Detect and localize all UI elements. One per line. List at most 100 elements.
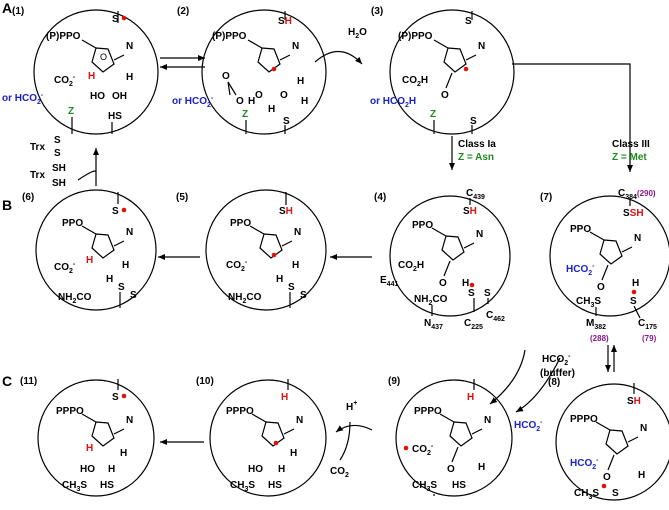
compound-number: (9): [388, 376, 400, 387]
enzyme-pocket: [35, 189, 157, 311]
svg-text:H: H: [478, 462, 485, 473]
svg-text:S: S: [300, 290, 307, 301]
buffer-arrow: [489, 349, 526, 405]
svg-text:HS: HS: [100, 480, 114, 491]
ppo-label: (P)PPO: [212, 31, 247, 42]
svg-text:E441: E441: [380, 275, 398, 288]
svg-text:NH2CO: NH2CO: [414, 294, 448, 307]
svg-text:NH2CO: NH2CO: [228, 292, 262, 305]
svg-text:O: O: [597, 282, 605, 293]
svg-text:S: S: [118, 282, 125, 293]
compound-number: (7): [540, 192, 552, 203]
svg-text:C225: C225: [464, 318, 483, 331]
enzyme-pocket: [549, 195, 669, 317]
svg-text:H: H: [632, 278, 639, 289]
compound-6: (6) S PPO N H H H CO2- NH2CO S S: [22, 189, 157, 311]
svg-text:H+: H+: [346, 400, 357, 413]
residue-z-label: Z: [242, 109, 248, 120]
svg-text:H: H: [276, 274, 283, 285]
compound-11: (11) S PPPO N H H H HO CH3S HS: [20, 376, 155, 497]
svg-text:S: S: [465, 16, 472, 27]
svg-text:H: H: [278, 464, 285, 475]
ho-label: HO: [80, 464, 95, 475]
n-label: N: [296, 415, 303, 426]
svg-text:H: H: [108, 464, 115, 475]
svg-text:CO2-: CO2-: [412, 443, 434, 457]
svg-text:O: O: [603, 472, 611, 483]
svg-text:O: O: [447, 464, 455, 475]
release-arrow: [515, 357, 561, 413]
svg-text:C384(290): C384(290): [618, 188, 656, 201]
ppo-label: PPPO: [226, 406, 254, 417]
svg-text:CO2-: CO2-: [226, 259, 248, 273]
svg-text:SH: SH: [279, 206, 293, 217]
radical-dot: [403, 445, 409, 451]
svg-text:H: H: [290, 448, 297, 459]
n-label: N: [634, 233, 641, 244]
n-label: N: [126, 41, 133, 52]
svg-text:HS: HS: [268, 480, 282, 491]
svg-text:O: O: [441, 90, 449, 101]
svg-text:SH: SH: [52, 163, 66, 174]
svg-text:H: H: [638, 470, 645, 481]
hydrogen-label: H: [86, 255, 93, 266]
compound-number: (10): [196, 376, 214, 387]
svg-text:SH: SH: [627, 396, 641, 407]
hydrogen-label: H: [88, 71, 95, 82]
compound-number: (2): [177, 6, 189, 17]
svg-text:CO2H: CO2H: [402, 75, 428, 88]
svg-text:SH: SH: [52, 178, 66, 189]
svg-text:S: S: [54, 135, 61, 146]
oh-label: OH: [112, 91, 127, 102]
n-label: N: [476, 229, 483, 240]
svg-text:S: S: [468, 288, 475, 299]
svg-text:N437: N437: [424, 318, 443, 331]
radical-dot: [271, 252, 277, 258]
n-label: N: [640, 423, 647, 434]
svg-text:S: S: [470, 116, 477, 127]
svg-text:SSH: SSH: [623, 208, 644, 219]
compound-number: (8): [548, 377, 560, 388]
n-label: N: [484, 415, 491, 426]
enzyme-pocket: [33, 9, 159, 135]
enzyme-pocket: [389, 195, 511, 317]
svg-text:O: O: [255, 90, 263, 101]
section-label-c: C: [2, 373, 12, 389]
svg-text:C439: C439: [466, 188, 485, 201]
class-iii-z-label: Z = Met: [612, 152, 647, 163]
ppo-label: PPO: [412, 220, 433, 231]
ho-label: HO: [90, 91, 105, 102]
alternative-substrate: or HCO2H: [370, 96, 416, 109]
svg-text:H: H: [462, 278, 469, 289]
radical-dot: [121, 393, 127, 399]
svg-text:O: O: [280, 90, 288, 101]
thiyl-radical-label: S: [112, 14, 119, 25]
class-ia-label: Class Ia: [458, 139, 496, 150]
enzyme-pocket: [389, 9, 515, 135]
svg-text:S: S: [288, 282, 295, 293]
svg-text:CH3S: CH3S: [574, 488, 599, 501]
trx-reduced-label: Trx: [30, 170, 45, 181]
enzyme-pocket: [201, 9, 327, 135]
enzyme-pocket: [37, 379, 155, 497]
svg-text:HCO2-: HCO2-: [566, 263, 595, 277]
decarboxylation-curve: [339, 421, 351, 461]
svg-text:H: H: [301, 96, 308, 107]
radical-dot: [601, 483, 607, 489]
compound-number: (11): [20, 376, 37, 387]
enzyme-pocket: [209, 379, 327, 497]
svg-text:C462: C462: [486, 310, 505, 323]
section-label-b: B: [2, 197, 12, 213]
ppo-label: PPO: [230, 218, 251, 229]
compound-4: (4) C439 SH PPO O N H E441 CO2H NH2CO N4…: [374, 188, 511, 331]
svg-text:O: O: [100, 52, 107, 62]
compound-7: (7) C384(290) SSH PPO O N H HCO2- CH3S M…: [540, 188, 669, 343]
thiyl-radical-label: S: [112, 206, 119, 217]
thiyl-radical-label: S: [112, 392, 119, 403]
ppo-label: PPPO: [414, 406, 442, 417]
svg-text:O: O: [439, 278, 447, 289]
svg-text:H: H: [297, 76, 304, 87]
compound-1: (1) S (P)PPO N O N H H HO OH CO2- or HCO…: [2, 6, 159, 135]
hs-label: HS: [108, 111, 122, 122]
svg-text:CH3S: CH3S: [62, 480, 87, 493]
